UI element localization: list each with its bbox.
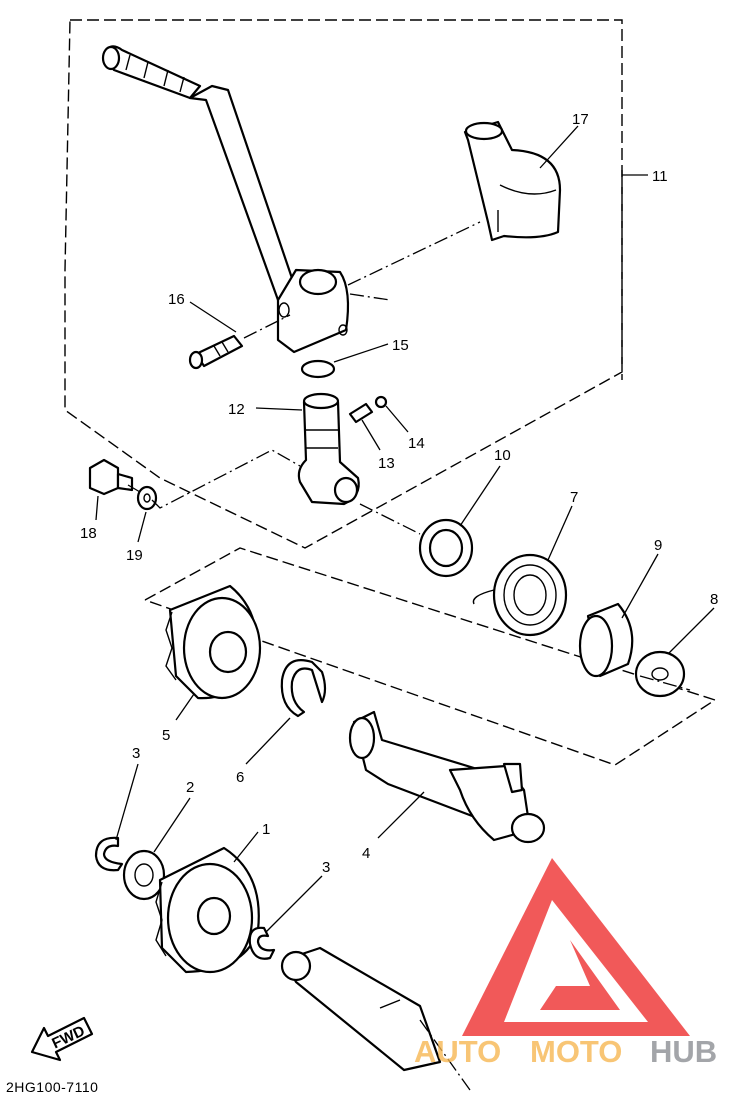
centerline-bolt-18	[127, 449, 301, 509]
label-part-8: 8	[710, 591, 718, 608]
logo-hub-text: HUB	[650, 1034, 717, 1069]
ball-14	[374, 395, 388, 409]
label-part-14: 14	[408, 435, 425, 452]
label-part-7: 7	[570, 489, 578, 506]
washer-19	[136, 485, 158, 511]
centerline-main-axle	[419, 1019, 471, 1091]
ratchet-wheel-5	[165, 584, 262, 700]
label-part-11: 11	[652, 168, 668, 185]
leader-13	[361, 419, 381, 451]
bolt-18	[88, 458, 134, 496]
leader-14	[385, 405, 409, 433]
shaft-group-boundary	[144, 547, 717, 766]
bolt-16	[188, 334, 244, 370]
label-part-18: 18	[80, 525, 97, 542]
leader-18	[95, 495, 99, 521]
centerline-axle-seal	[359, 503, 421, 535]
oil-seal-10	[418, 518, 474, 578]
label-part-2: 2	[186, 779, 194, 796]
leader-2	[153, 797, 191, 853]
label-part-3-b: 3	[322, 859, 330, 876]
main-axle	[280, 946, 442, 1072]
o-ring-15	[300, 359, 336, 379]
logo-triangle-inner	[504, 900, 648, 1022]
leader-4	[377, 791, 425, 839]
leader-12	[255, 407, 303, 411]
screw-13	[348, 402, 374, 424]
washer-2	[122, 849, 166, 901]
label-part-12: 12	[228, 401, 245, 418]
centerline-bolt	[243, 314, 291, 339]
spring-guide-9	[578, 602, 634, 678]
label-part-17: 17	[572, 111, 589, 128]
leader-1	[233, 831, 259, 863]
label-part-4: 4	[362, 845, 370, 862]
leader-10	[459, 465, 501, 527]
spring-7	[472, 553, 568, 637]
automotohub-logo: AUTO MOTO HUB	[414, 858, 717, 1069]
label-part-15: 15	[392, 337, 409, 354]
centerline-washer-8	[639, 675, 691, 691]
kick-axle-12	[297, 392, 360, 506]
leader-3-b	[265, 875, 323, 933]
leader-9	[621, 553, 659, 619]
leader-6	[245, 717, 291, 765]
label-part-19: 19	[126, 547, 143, 564]
label-part-10: 10	[494, 447, 511, 464]
label-part-13: 13	[378, 455, 395, 472]
label-part-5: 5	[162, 727, 170, 744]
kick-crank-lever	[101, 45, 350, 354]
kick-shaft-4	[348, 710, 546, 844]
centerline-lever	[349, 293, 391, 301]
diagram-code: 2HG100-7110	[6, 1079, 98, 1095]
logo-moto-text: MOTO	[530, 1034, 622, 1069]
logo-auto-text: AUTO	[414, 1034, 501, 1069]
washer-8	[634, 650, 686, 698]
circlip-3-b	[248, 926, 276, 960]
label-part-9: 9	[654, 537, 662, 554]
label-part-6: 6	[236, 769, 244, 786]
logo-mark	[540, 940, 620, 1010]
leader-7	[547, 505, 573, 561]
centerline-lever-cover	[347, 221, 481, 286]
leader-16	[189, 301, 237, 333]
leader-5	[175, 693, 195, 721]
circlip-3-a	[94, 836, 124, 872]
fwd-arrow-icon: FWD	[30, 1016, 94, 1062]
leader-3-a	[115, 763, 139, 841]
kick-boss-cover-17	[463, 120, 562, 242]
leader-8	[667, 607, 715, 655]
label-part-3-a: 3	[132, 745, 140, 762]
leader-19	[137, 511, 147, 543]
leader-15	[333, 343, 389, 363]
assembly-11-boundary	[64, 19, 623, 549]
leader-17	[539, 125, 579, 169]
label-part-16: 16	[168, 291, 185, 308]
label-part-1: 1	[262, 821, 270, 838]
circlip-6	[280, 659, 327, 718]
kick-idle-gear-1	[155, 846, 260, 974]
